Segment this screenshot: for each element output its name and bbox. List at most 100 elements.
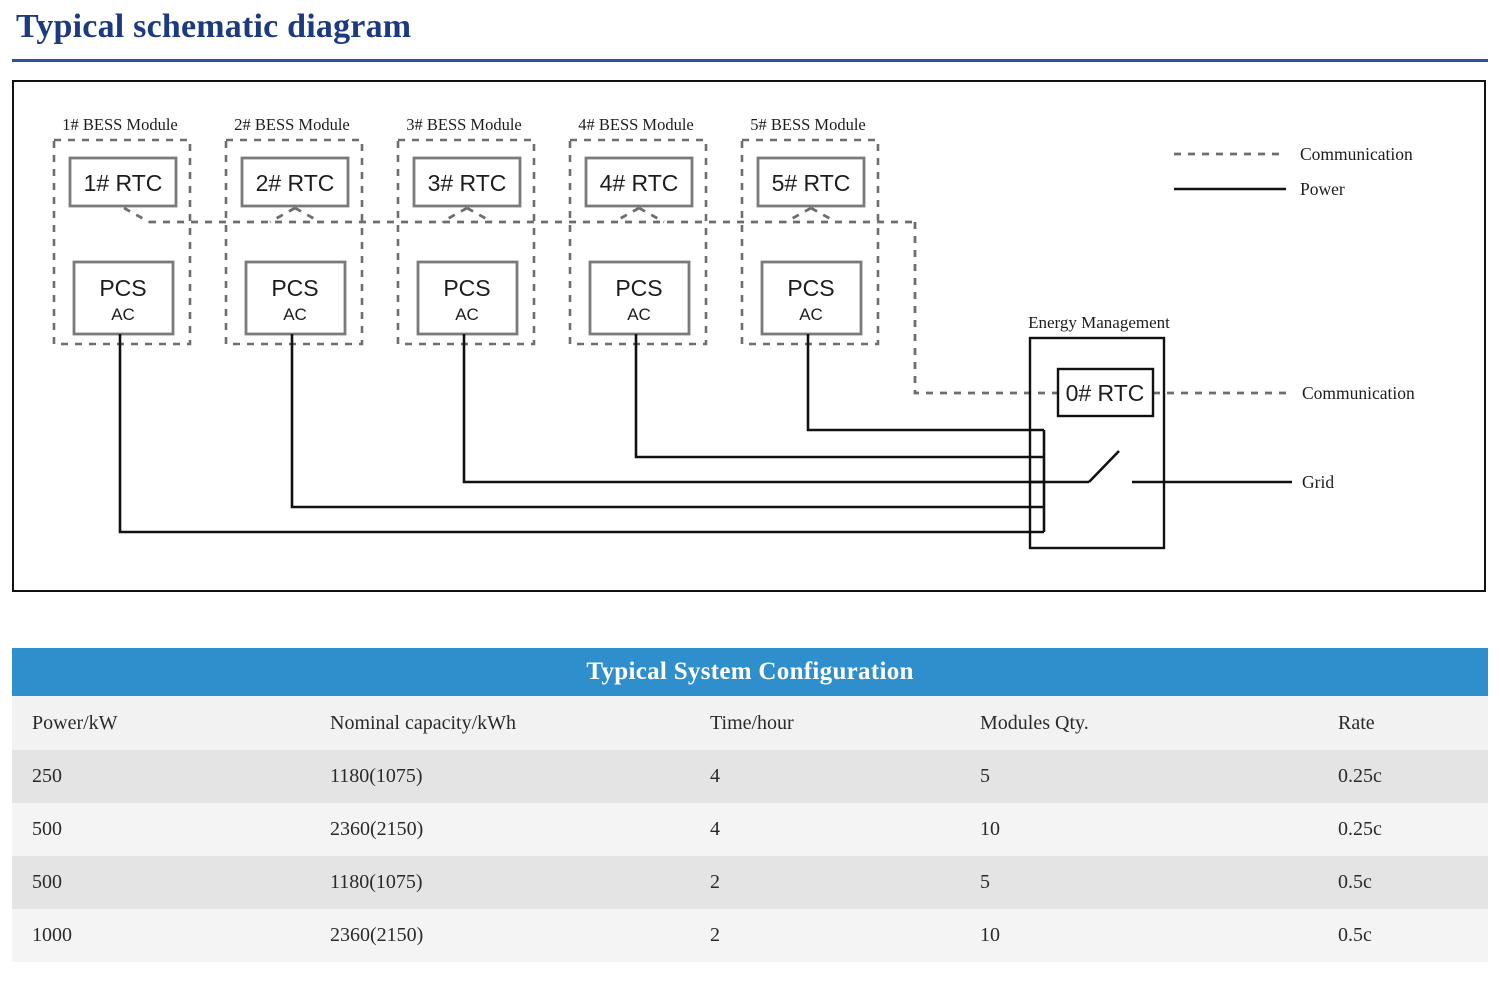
bess-module-5-label: 5# BESS Module — [750, 115, 866, 134]
title-underline-rule — [12, 59, 1488, 62]
bess-module-1-label: 1# BESS Module — [62, 115, 178, 134]
legend-power-label: Power — [1300, 179, 1345, 199]
comm-stub-rtc-3b — [466, 206, 493, 224]
pcs-5-ac-label: AC — [799, 305, 823, 324]
bess-module-5: 5# BESS Module 5# RTC PCS AC — [740, 115, 880, 346]
cell-power: 500 — [12, 803, 310, 856]
bess-module-3-label: 3# BESS Module — [406, 115, 522, 134]
pcs-5-box — [760, 260, 863, 336]
cell-modules-qty: 10 — [960, 909, 1318, 962]
communication-bus — [123, 206, 1292, 395]
pcs-1-label: PCS — [99, 275, 146, 301]
pcs-4-box — [588, 260, 691, 336]
rtc-5-box — [756, 156, 866, 208]
bess-module-5-boundary — [740, 138, 880, 346]
comm-stub-rtc-5 — [785, 206, 812, 224]
column-header-modules-qty: Modules Qty. — [960, 696, 1318, 750]
column-header-power: Power/kW — [12, 696, 310, 750]
bess-module-2-label: 2# BESS Module — [234, 115, 350, 134]
comm-bus-to-ems — [913, 222, 1058, 395]
rtc-1-label: 1# RTC — [84, 170, 163, 196]
table-row: 250 1180(1075) 4 5 0.25c — [12, 750, 1489, 803]
table-header-row: Power/kW Nominal capacity/kWh Time/hour … — [12, 696, 1489, 750]
energy-management-label: Energy Management — [1028, 313, 1170, 332]
cell-nominal-capacity: 2360(2150) — [310, 803, 690, 856]
pcs-3-ac-label: AC — [455, 305, 479, 324]
pcs-1-ac-label: AC — [111, 305, 135, 324]
rtc-2-label: 2# RTC — [256, 170, 335, 196]
legend-communication-label: Communication — [1300, 144, 1413, 164]
pcs-2-ac-label: AC — [283, 305, 307, 324]
typical-system-configuration-table: Typical System Configuration Power/kW No… — [12, 648, 1489, 962]
cell-time: 4 — [690, 803, 960, 856]
bess-module-3-boundary — [396, 138, 536, 346]
rtc-0-box — [1056, 367, 1155, 418]
cell-rate: 0.25c — [1318, 750, 1489, 803]
rtc-3-label: 3# RTC — [428, 170, 507, 196]
bess-module-1: 1# BESS Module 1# RTC PCS AC — [52, 115, 192, 346]
cell-time: 2 — [690, 856, 960, 909]
rtc-4-box — [584, 156, 694, 208]
column-header-rate: Rate — [1318, 696, 1489, 750]
power-line-pcs-3 — [462, 334, 1044, 484]
cell-power: 1000 — [12, 909, 310, 962]
energy-management-unit: Energy Management 0# RTC — [1028, 313, 1170, 550]
bess-module-1-boundary — [52, 138, 192, 346]
cell-modules-qty: 10 — [960, 803, 1318, 856]
comm-stub-rtc-1 — [123, 206, 150, 224]
bess-module-2: 2# BESS Module 2# RTC PCS AC — [224, 115, 364, 346]
pcs-3-label: PCS — [443, 275, 490, 301]
power-line-pcs-1 — [118, 334, 1044, 534]
pcs-1-box — [72, 260, 175, 336]
cell-time: 4 — [690, 750, 960, 803]
diagram-legend: Communication Power — [1174, 144, 1413, 199]
table-title-row: Typical System Configuration — [12, 648, 1489, 696]
energy-management-boundary — [1028, 336, 1166, 550]
ems-communication-output-label: Communication — [1302, 383, 1415, 403]
power-line-pcs-4 — [634, 334, 1044, 459]
power-line-pcs-5 — [806, 334, 1044, 432]
rtc-4-label: 4# RTC — [600, 170, 679, 196]
power-line-pcs-2 — [290, 334, 1044, 509]
comm-stub-rtc-4b — [638, 206, 665, 224]
schematic-diagram-frame: 1# BESS Module 1# RTC PCS AC 2# BESS Mod… — [12, 80, 1486, 592]
power-wiring — [118, 334, 1292, 534]
rtc-0-label: 0# RTC — [1066, 380, 1145, 406]
bess-module-2-boundary — [224, 138, 364, 346]
bess-module-4-label: 4# BESS Module — [578, 115, 694, 134]
pcs-2-box — [244, 260, 347, 336]
bess-module-4-boundary — [568, 138, 708, 346]
rtc-2-box — [240, 156, 350, 208]
cell-nominal-capacity: 2360(2150) — [310, 909, 690, 962]
cell-rate: 0.5c — [1318, 909, 1489, 962]
pcs-4-ac-label: AC — [627, 305, 651, 324]
cell-rate: 0.25c — [1318, 803, 1489, 856]
pcs-4-label: PCS — [615, 275, 662, 301]
comm-stub-rtc-3 — [441, 206, 468, 224]
cell-nominal-capacity: 1180(1075) — [310, 856, 690, 909]
grid-switch-blade-icon — [1088, 450, 1120, 483]
comm-stub-rtc-2b — [294, 206, 321, 224]
cell-power: 250 — [12, 750, 310, 803]
page-title: Typical schematic diagram — [16, 8, 412, 45]
comm-stub-rtc-5b — [810, 206, 837, 224]
cell-time: 2 — [690, 909, 960, 962]
table-title: Typical System Configuration — [12, 648, 1489, 696]
schematic-diagram-svg: 1# BESS Module 1# RTC PCS AC 2# BESS Mod… — [52, 115, 1415, 550]
cell-rate: 0.5c — [1318, 856, 1489, 909]
bess-module-3: 3# BESS Module 3# RTC PCS AC — [396, 115, 536, 346]
cell-modules-qty: 5 — [960, 856, 1318, 909]
rtc-1-box — [68, 156, 178, 208]
rtc-3-box — [412, 156, 522, 208]
grid-output-label: Grid — [1302, 472, 1334, 492]
rtc-5-label: 5# RTC — [772, 170, 851, 196]
pcs-5-label: PCS — [787, 275, 834, 301]
pcs-3-box — [416, 260, 519, 336]
bess-module-4: 4# BESS Module 4# RTC PCS AC — [568, 115, 708, 346]
cell-power: 500 — [12, 856, 310, 909]
column-header-time: Time/hour — [690, 696, 960, 750]
table-row: 500 2360(2150) 4 10 0.25c — [12, 803, 1489, 856]
cell-modules-qty: 5 — [960, 750, 1318, 803]
comm-stub-rtc-2 — [269, 206, 296, 224]
column-header-nominal-capacity: Nominal capacity/kWh — [310, 696, 690, 750]
